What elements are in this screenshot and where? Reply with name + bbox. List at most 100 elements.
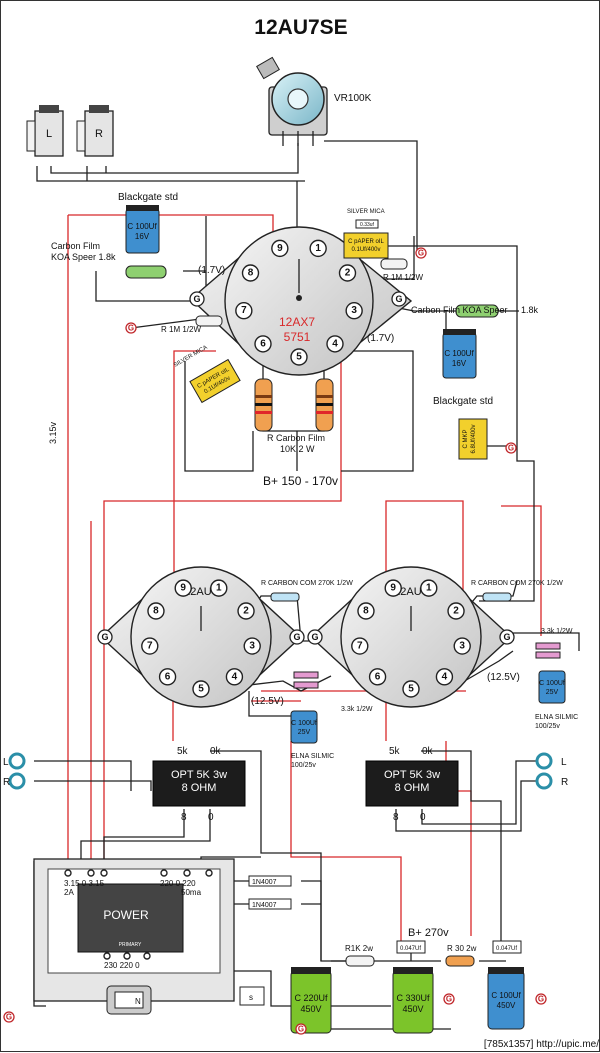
b-plus-range-label: B+ 150 - 170v [263, 474, 338, 488]
cap-330uf [392, 967, 434, 1034]
opt-right-5k: 5k [389, 746, 401, 757]
jack-left-label: L [46, 128, 52, 140]
opt-left-8: 8 [181, 812, 187, 823]
out-right-r-label: R [561, 777, 568, 788]
c047-left-label: 0.047Uf [400, 946, 421, 952]
speaker-terminal-left-r[interactable] [8, 772, 26, 790]
pt-bottom: 230 220 0 [104, 961, 140, 970]
svg-text:7: 7 [357, 641, 363, 652]
r1k-label: R1K 2w [345, 944, 373, 953]
carbon-film-right-value: 1.8k [521, 305, 539, 315]
cap-100uf-right [442, 329, 477, 379]
primary-label: PRIMARY [119, 942, 142, 948]
output-tube-right-pin-9: 9 [384, 579, 402, 597]
diode-1 [248, 875, 292, 887]
switch-label: s [249, 993, 253, 1002]
power-switch[interactable] [239, 986, 265, 1006]
speaker-terminal-right-r[interactable] [535, 772, 553, 790]
svg-text:6: 6 [165, 671, 171, 682]
power-inlet[interactable] [106, 985, 152, 1015]
svg-text:G: G [6, 1013, 12, 1022]
r33k-right-label: 3.3k 1/2W [541, 628, 573, 635]
svg-text:5: 5 [296, 352, 302, 363]
output-tube-left-pin-5: 5 [192, 680, 210, 698]
cap-100uf-left [125, 205, 160, 254]
ground-symbol: G [443, 993, 455, 1005]
output-tube-right-pin-3: 3 [453, 637, 471, 655]
resistor-1k [345, 955, 375, 967]
driver-tube-pin-6: 6 [254, 335, 272, 353]
output-tube-left-pin-3: 3 [243, 637, 261, 655]
r33k-left-label: 3.3k 1/2W [341, 706, 373, 713]
heater-voltage-label: 3.15v [48, 421, 58, 444]
ground-symbol: G [505, 442, 517, 454]
out-right-l-label: L [561, 757, 567, 768]
footer-watermark: [785x1357] http://upic.me/ [484, 1039, 599, 1050]
ground-symbol: G [535, 993, 547, 1005]
driver-tube-alt: 5751 [284, 330, 311, 344]
svg-text:5: 5 [198, 684, 204, 695]
output-tube-left-pin-9: 9 [174, 579, 192, 597]
power-resistor-right [315, 378, 334, 432]
paper-oil-cap-top [343, 232, 389, 259]
svg-text:2: 2 [453, 606, 459, 617]
ground-symbol: G [415, 247, 427, 259]
diode-2 [248, 898, 292, 910]
resistor-33k-right [535, 642, 561, 659]
r30-label: R 30 2w [447, 944, 477, 953]
svg-text:3: 3 [249, 641, 255, 652]
cap-100uf25-left [290, 710, 318, 744]
volume-pot[interactable] [256, 56, 328, 146]
svg-text:7: 7 [241, 305, 247, 316]
c047-right-label: 0.047Uf [496, 946, 517, 952]
paper-oil-cap-left: C pAPER oIL0.1Uf/400v [189, 358, 241, 404]
svg-text:G: G [128, 324, 134, 333]
output-tube-right-pin-5: 5 [402, 680, 420, 698]
power-transformer [33, 858, 235, 1002]
speaker-terminal-left-l[interactable] [8, 752, 26, 770]
power-label: POWER [103, 908, 149, 922]
speaker-terminal-right-l[interactable] [535, 752, 553, 770]
svg-text:G: G [293, 632, 300, 642]
v125-left-label: (12.5V) [251, 696, 284, 707]
svg-text:G: G [193, 294, 200, 304]
input-jack-left[interactable]: L [26, 105, 64, 157]
output-tube-right-type: 12AU7 [394, 586, 428, 598]
resistor-1m-right [380, 258, 408, 270]
svg-text:4: 4 [232, 671, 238, 682]
pt-top-right: 220 0 220 [160, 879, 196, 888]
svg-text:6: 6 [375, 671, 381, 682]
output-tube-left-pin-1: 1 [210, 579, 228, 597]
ground-symbols: G G G G G G G [3, 247, 547, 1035]
pt-taps [64, 869, 213, 960]
cap-047-right [492, 940, 522, 954]
v17-left-label: (1.7V) [198, 265, 225, 276]
diode1-label: 1N4007 [252, 879, 277, 886]
r270k-left-label: R CARBON COM 270K 1/2W [261, 580, 353, 587]
driver-tube-pin-1: 1 [309, 239, 327, 258]
opt-right-0k: 0k [422, 746, 434, 757]
mkp-cap [458, 418, 488, 460]
svg-text:8: 8 [363, 606, 369, 617]
svg-text:7: 7 [147, 641, 153, 652]
mica-top-value: 0.33uf [360, 222, 375, 228]
carbon-film-right-label: Carbon Film KOA Speer [411, 305, 508, 315]
ground-symbol: G [3, 1011, 15, 1023]
socket-ground-lug: G [189, 291, 205, 307]
input-jack-right[interactable]: R [76, 105, 114, 157]
carbon-film-resistor-right [455, 304, 499, 318]
svg-text:G: G [538, 995, 544, 1004]
blackgate-top-label: Blackgate std [118, 192, 178, 203]
output-tube-right-pin-7: 7 [351, 637, 369, 655]
svg-text:1: 1 [216, 583, 222, 594]
opt-right [365, 760, 459, 807]
